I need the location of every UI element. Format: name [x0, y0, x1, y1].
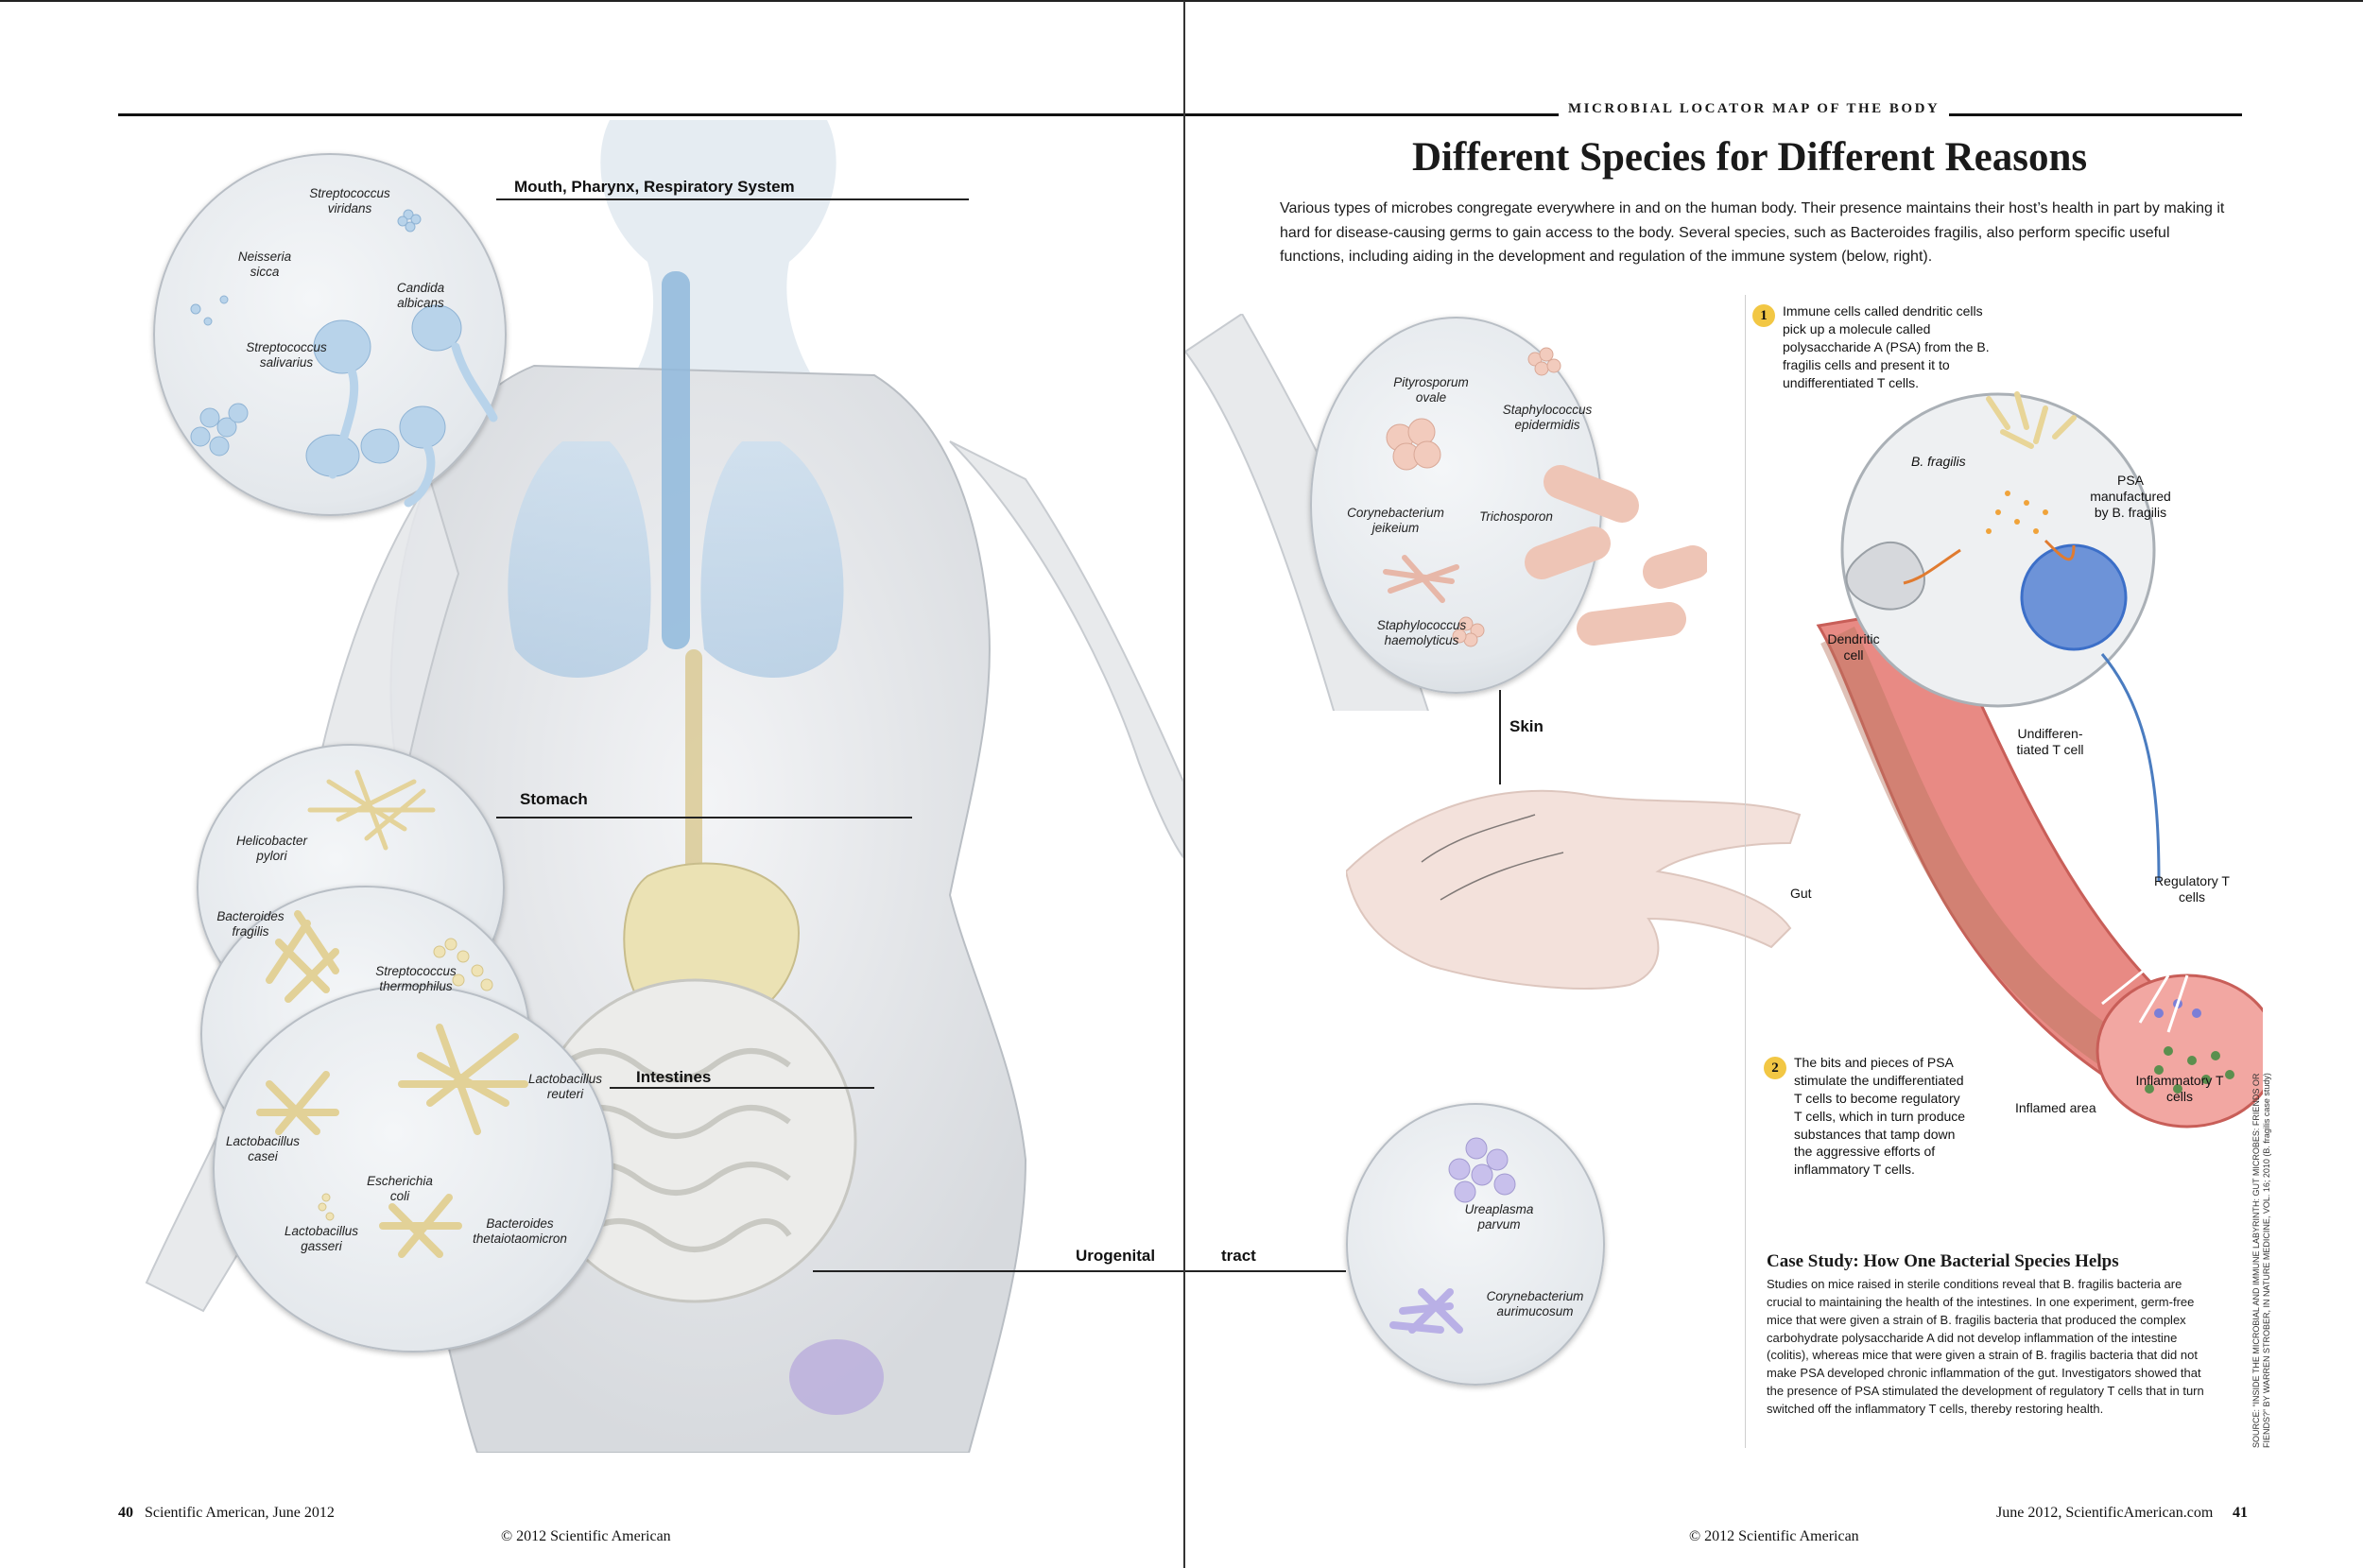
species-label: Lactobacillus casei — [225, 1134, 301, 1164]
species-label: Staphylococcus epidermidis — [1502, 403, 1593, 433]
intro-paragraph: Various types of microbes congregate eve… — [1280, 200, 2225, 266]
species-label: Streptococcus thermophilus — [375, 964, 457, 994]
label-psa: PSA manufactured by B. fragilis — [2090, 473, 2171, 520]
species-label: Bacteroides fragilis — [216, 909, 285, 939]
label-inflammatory-t-cells: Inflammatory T cells — [2135, 1073, 2224, 1104]
footer-magazine-right: June 2012, ScientificAmerican.com — [1996, 1505, 2214, 1521]
leader-line — [813, 1270, 1183, 1272]
species-label: Corynebacterium jeikeium — [1347, 506, 1444, 536]
species-label: Candida albicans — [396, 281, 445, 311]
species-label: Trichosporon — [1479, 509, 1553, 524]
label-undifferentiated-t-cell: Undifferen-tiated T cell — [2016, 726, 2084, 757]
species-label: Bacteroides thetaiotaomicron — [473, 1216, 567, 1247]
immune-figure — [1816, 391, 2263, 1129]
copyright-left: © 2012 Scientific American — [501, 1528, 671, 1544]
page-number-right: 41 — [2233, 1505, 2248, 1521]
leader-line — [1185, 1270, 1346, 1272]
stomach-microbes — [307, 769, 436, 851]
step-2-badge: 2 — [1764, 1057, 1786, 1079]
species-label: Escherichia coli — [367, 1174, 433, 1204]
urogenital-microbes — [1389, 1137, 1516, 1334]
label-inflamed-area: Inflamed area — [2015, 1100, 2096, 1115]
skin-microbes — [1383, 347, 1707, 647]
region-label-skin: Skin — [1509, 717, 1544, 735]
leader-line — [496, 817, 912, 818]
leader-line — [610, 1087, 874, 1089]
region-label-tract: tract — [1221, 1247, 1256, 1265]
label-dendritic-cell: Dendritic cell — [1827, 631, 1880, 663]
top-rule — [118, 113, 1183, 116]
species-label: Streptococcus salivarius — [246, 340, 327, 370]
footer-magazine-left: Scientific American, June 2012 — [145, 1505, 335, 1521]
label-gut: Gut — [1790, 886, 1812, 901]
page-title: Different Species for Different Reasons — [1412, 135, 2088, 180]
species-label: Lactobacillus gasseri — [284, 1224, 359, 1254]
region-label-intestines: Intestines — [636, 1068, 712, 1086]
step-1-text: Immune cells called dendritic cells pick… — [1783, 303, 1990, 390]
section-kicker: MICROBIAL LOCATOR MAP OF THE BODY — [1559, 101, 1950, 117]
column-divider — [1745, 295, 1746, 1448]
skin-leader — [1499, 690, 1501, 784]
species-label: Corynebacterium aurimucosum — [1486, 1289, 1584, 1319]
copyright-right: © 2012 Scientific American — [1689, 1528, 1859, 1544]
mouth-microbes — [190, 209, 498, 508]
source-note: SOURCE: “INSIDE THE MICROBIAL AND IMMUNE… — [2251, 1073, 2272, 1448]
step-2-text: The bits and pieces of PSA stimulate the… — [1794, 1055, 1966, 1178]
species-label: Streptococcus viridans — [309, 186, 390, 216]
species-label: Helicobacter pylori — [235, 834, 308, 864]
label-regulatory-t-cells: Regulatory T cells — [2154, 873, 2230, 905]
case-study-title: Case Study: How One Bacterial Species He… — [1767, 1251, 2119, 1271]
page-number-left: 40 — [118, 1505, 133, 1521]
species-label: Pityrosporum ovale — [1393, 375, 1469, 405]
region-label-mouth: Mouth, Pharynx, Respiratory System — [514, 178, 795, 196]
hand-illustration — [1346, 789, 1802, 990]
right-page: MICROBIAL LOCATOR MAP OF THE BODY Differ… — [1183, 0, 2363, 1568]
body-illustration — [145, 120, 1183, 1453]
region-label-stomach: Stomach — [520, 790, 588, 808]
region-label-urogenital: Urogenital — [1076, 1247, 1156, 1265]
species-label: Ureaplasma parvum — [1464, 1202, 1534, 1232]
species-label: Neisseria sicca — [237, 250, 292, 280]
left-page: Streptococcus viridans Neisseria sicca C… — [0, 0, 1183, 1544]
leader-line — [496, 198, 969, 200]
species-label: Lactobacillus reuteri — [527, 1072, 603, 1102]
intestine-microbes — [256, 910, 528, 1258]
case-study-body: Studies on mice raised in sterile condit… — [1767, 1277, 2204, 1416]
species-label: Staphylococcus haemolyticus — [1376, 618, 1467, 648]
step-1-badge: 1 — [1752, 304, 1775, 327]
intestines-species-circle-lower — [213, 985, 613, 1353]
label-bfragilis: B. fragilis — [1911, 454, 1966, 469]
